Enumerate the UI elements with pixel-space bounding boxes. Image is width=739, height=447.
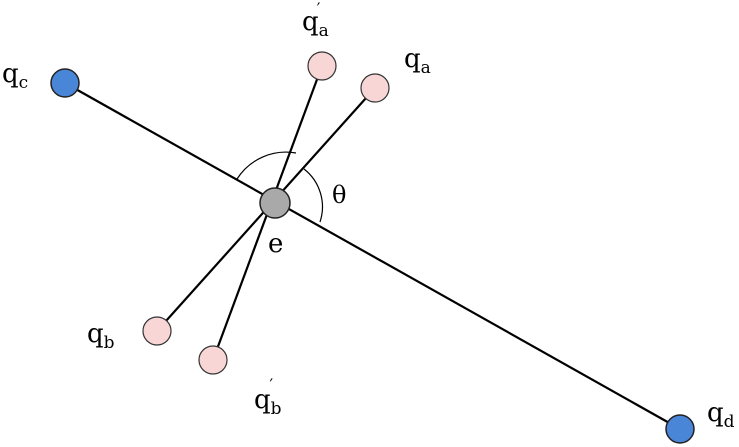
node-qa-prime <box>307 51 337 81</box>
label-qd: qd <box>707 398 735 432</box>
node-qb-prime <box>198 345 228 375</box>
node-qd <box>665 414 695 444</box>
node-qb <box>142 316 172 346</box>
label-qa-prime: qa′ <box>302 0 329 41</box>
label-qb: qb <box>87 319 115 353</box>
label-qa: qa <box>404 44 431 78</box>
node-e <box>259 187 291 219</box>
edge-qc-qd <box>64 82 681 430</box>
node-qc <box>50 68 80 98</box>
angle-arc-left <box>236 151 297 180</box>
label-qc: qc <box>2 59 28 93</box>
label-qb-prime: qb′ <box>254 375 282 419</box>
label-e: e <box>268 229 283 259</box>
label-theta: θ <box>332 181 346 209</box>
node-qa <box>360 73 390 103</box>
angle-arc-theta <box>303 168 324 223</box>
